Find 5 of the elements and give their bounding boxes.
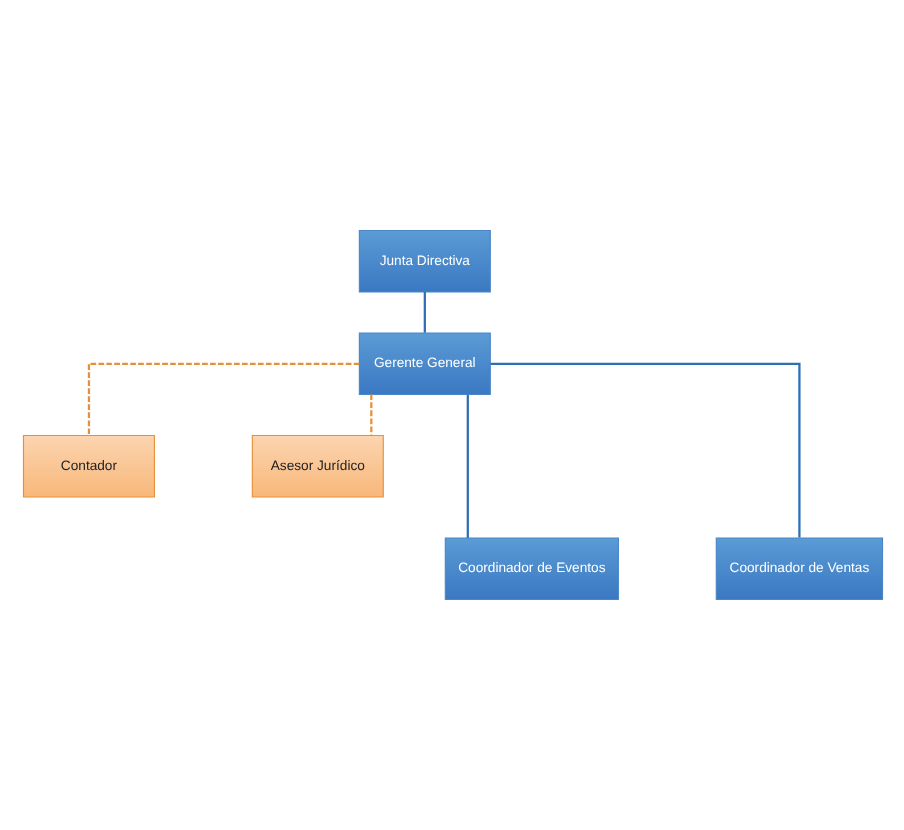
connector: [422, 292, 425, 333]
connector: [465, 394, 468, 538]
connector: [86, 362, 359, 436]
connector: [489, 362, 800, 538]
connector: [369, 394, 372, 436]
